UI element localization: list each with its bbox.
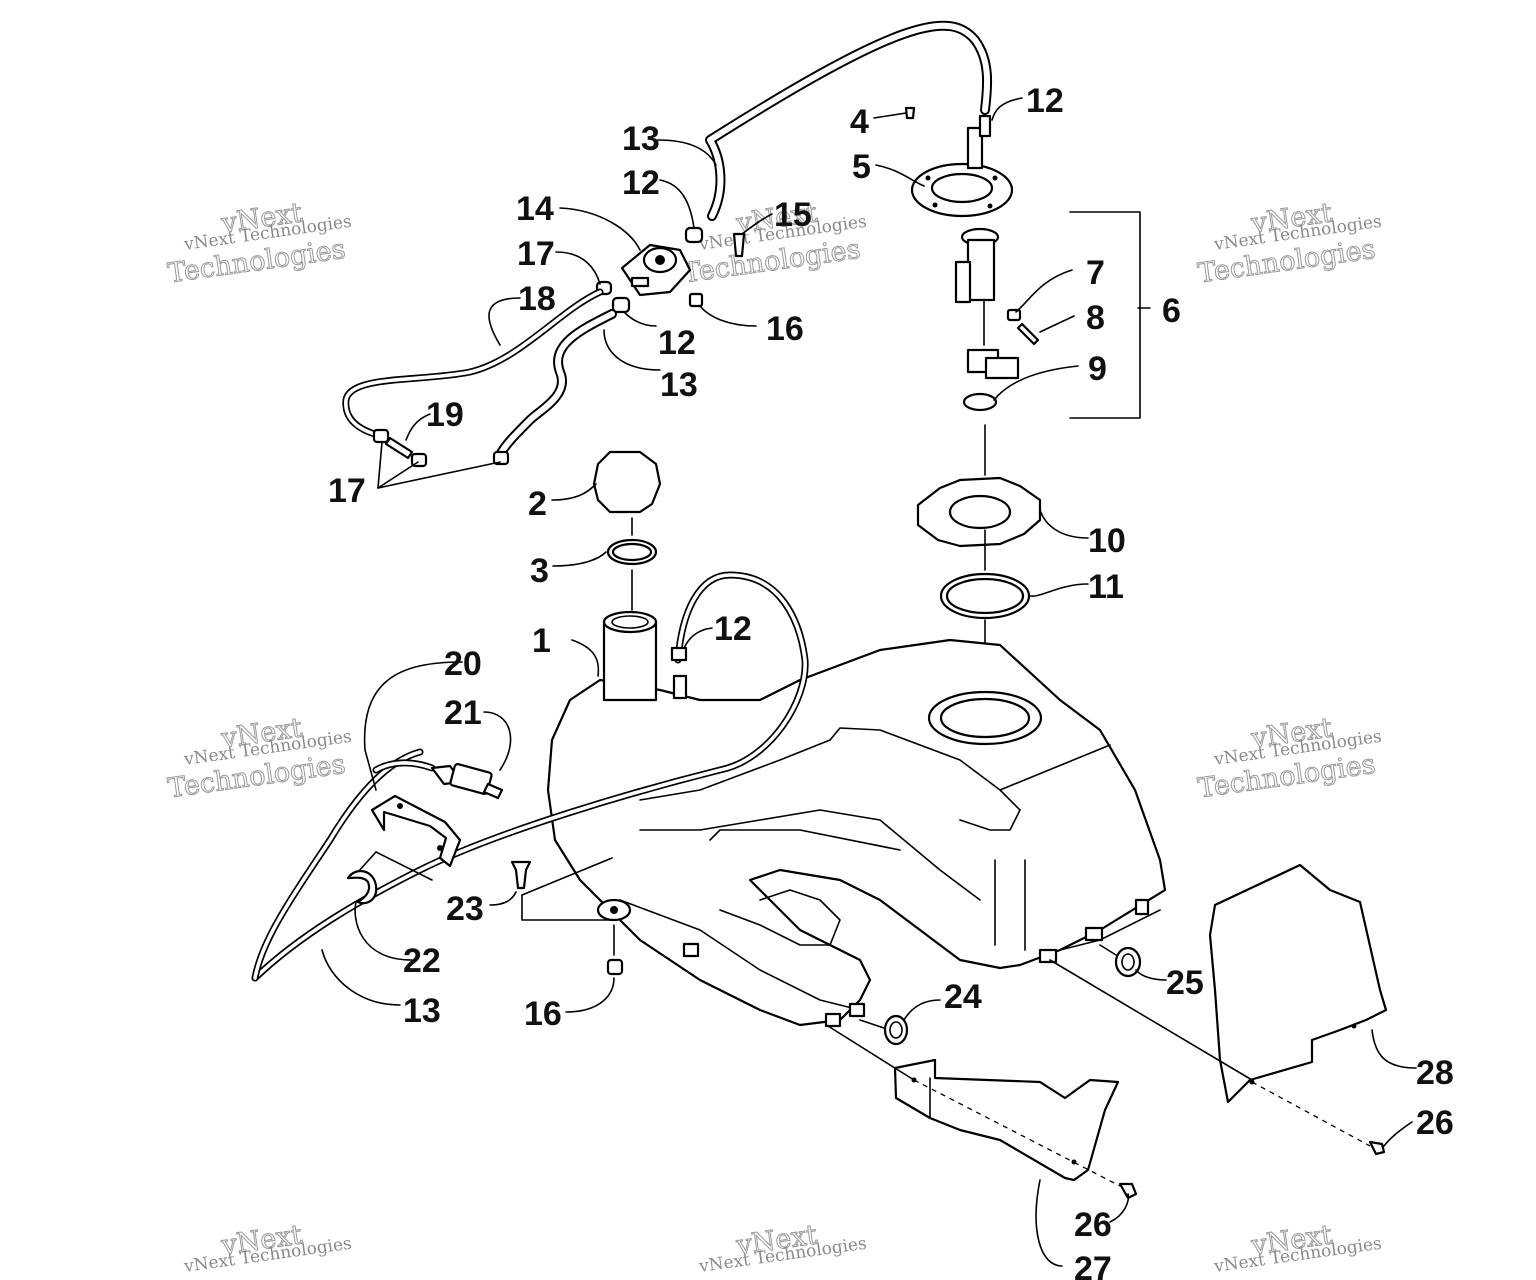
filter-bracket xyxy=(370,794,462,868)
fuel-tank xyxy=(546,610,1167,1028)
watermark-bottom-right: vNext vNext Technologies xyxy=(1212,1219,1383,1277)
callout-15: 15 xyxy=(774,196,812,234)
screw-26a xyxy=(1368,1140,1386,1156)
grommet-24 xyxy=(883,1014,909,1046)
callout-10: 10 xyxy=(1088,522,1126,560)
callout-17-top: 17 xyxy=(517,235,555,273)
callout-labels: 1 2 3 4 5 6 7 8 9 10 11 12 12 12 12 13 1… xyxy=(328,82,1454,1280)
watermark-bottom-left: vNext vNext Technologies xyxy=(182,1219,353,1277)
screw-4 xyxy=(904,106,916,120)
watermark-top-center: vNext vNext Technologies Technologies xyxy=(681,197,868,290)
callout-12-tank: 12 xyxy=(714,610,752,648)
grommet-25 xyxy=(1114,946,1142,978)
hose-clamp-12a xyxy=(684,226,704,244)
callout-6: 6 xyxy=(1162,292,1181,330)
hose-clamp-17d xyxy=(492,450,510,466)
watermark-bottom-center: vNext vNext Technologies xyxy=(697,1219,868,1277)
hose-clamp-17b xyxy=(372,428,390,444)
callout-24: 24 xyxy=(944,978,982,1016)
callout-7: 7 xyxy=(1086,254,1105,292)
callout-26-bottom: 26 xyxy=(1074,1206,1112,1244)
callout-13-mid: 13 xyxy=(660,366,698,404)
callout-1: 1 xyxy=(532,622,551,660)
fuel-cap xyxy=(592,450,662,514)
callout-12-top-right: 12 xyxy=(1026,82,1064,120)
callout-2: 2 xyxy=(528,485,547,523)
callout-8: 8 xyxy=(1086,299,1105,337)
fitting-19 xyxy=(384,436,414,460)
callout-17-left: 17 xyxy=(328,472,366,510)
nut-7 xyxy=(1006,308,1022,322)
callout-12-valve-bottom: 12 xyxy=(658,324,696,362)
leader-lines xyxy=(321,97,1417,1267)
bolt-8 xyxy=(1016,322,1040,346)
hose-clamp-12b xyxy=(611,296,631,314)
callout-16-top: 16 xyxy=(766,310,804,348)
callout-21: 21 xyxy=(444,694,482,732)
fuel-pump-assembly xyxy=(910,114,1020,412)
bolt-23 xyxy=(510,860,532,890)
watermark-top-left: vNext vNext Technologies Technologies xyxy=(166,197,353,290)
callout-22: 22 xyxy=(403,942,441,980)
callout-23: 23 xyxy=(446,890,484,928)
callout-5: 5 xyxy=(852,148,871,186)
callout-25: 25 xyxy=(1166,964,1204,1002)
parts-group xyxy=(251,20,1388,1200)
callout-14: 14 xyxy=(516,190,554,228)
callout-4: 4 xyxy=(850,103,869,141)
screw-26b xyxy=(1118,1182,1138,1200)
assembly-bracket xyxy=(1069,211,1141,419)
nut-16a xyxy=(688,292,704,308)
callout-11: 11 xyxy=(1088,568,1124,606)
clip-22 xyxy=(346,869,378,905)
callout-9: 9 xyxy=(1088,350,1107,388)
callout-26-right: 26 xyxy=(1416,1104,1454,1142)
callout-13-top: 13 xyxy=(622,120,660,158)
watermark-mid-right: vNext vNext Technologies Technologies xyxy=(1196,712,1383,805)
nut-16b xyxy=(606,958,624,976)
callout-12-valve-top: 12 xyxy=(622,164,660,202)
callout-20: 20 xyxy=(444,645,482,683)
callout-3: 3 xyxy=(530,552,549,590)
screw-15 xyxy=(732,232,746,258)
watermark-mid-left: vNext vNext Technologies Technologies xyxy=(166,712,353,805)
callout-19: 19 xyxy=(426,396,464,434)
fuel-valve xyxy=(620,243,692,297)
callout-28: 28 xyxy=(1416,1054,1454,1092)
callout-13-bottom: 13 xyxy=(403,992,441,1030)
heat-shield-28 xyxy=(1208,863,1388,1104)
callout-18: 18 xyxy=(518,280,556,318)
watermark-top-right: vNext vNext Technologies Technologies xyxy=(1196,197,1383,290)
callout-16-bottom: 16 xyxy=(524,995,562,1033)
callout-27: 27 xyxy=(1074,1250,1112,1280)
hose-clamp-12c xyxy=(670,646,688,662)
heat-shield-27 xyxy=(893,1058,1120,1182)
fuel-filter xyxy=(430,763,504,800)
